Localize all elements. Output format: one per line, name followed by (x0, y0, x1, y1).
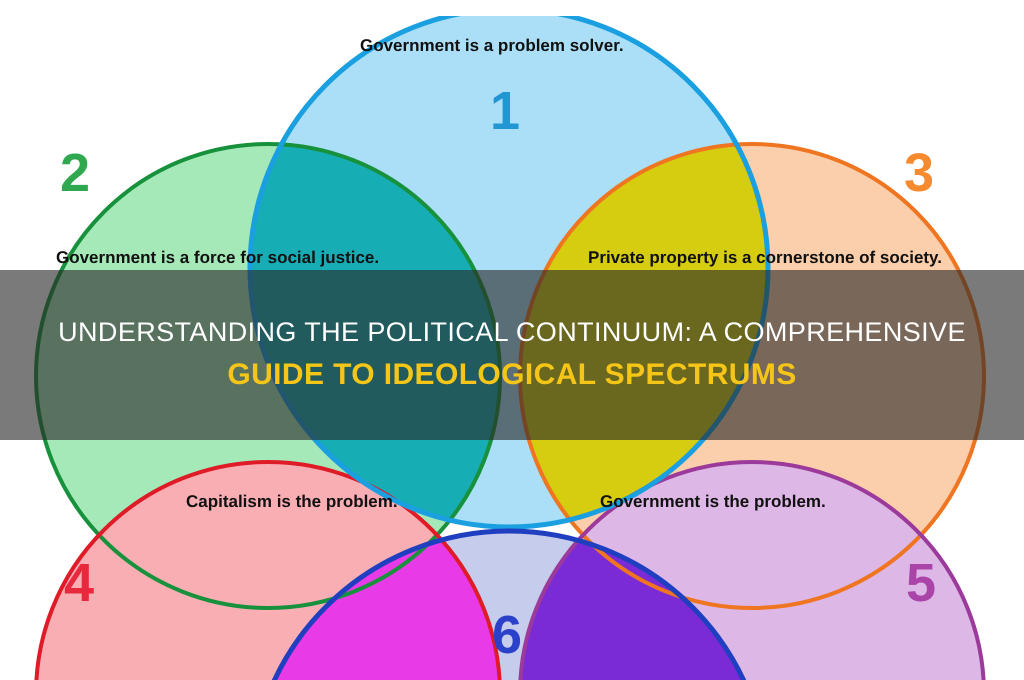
region-number-3: 3 (904, 143, 935, 203)
statement-label-right-upper: Private property is a cornerstone of soc… (588, 248, 942, 267)
outline-region-6-blue (271, 528, 747, 680)
region-number-5: 5 (906, 553, 937, 613)
statement-label-top: Government is a problem solver. (360, 36, 624, 55)
outline-region-5-purple (518, 460, 986, 680)
statement-label-right-lower: Government is the problem. (600, 492, 826, 511)
region-number-1: 1 (490, 81, 521, 141)
region-number-4: 4 (64, 553, 95, 613)
outline-region-4-red (34, 460, 502, 680)
overlay-title-line-2: GUIDE TO IDEOLOGICAL SPECTRUMS (227, 358, 797, 392)
title-overlay-band: UNDERSTANDING THE POLITICAL CONTINUUM: A… (0, 270, 1024, 440)
statement-label-left-lower: Capitalism is the problem. (186, 492, 398, 511)
region-number-6: 6 (492, 605, 523, 665)
region-number-2: 2 (60, 143, 91, 203)
overlay-title-line-1: UNDERSTANDING THE POLITICAL CONTINUUM: A… (58, 317, 966, 348)
statement-label-left-upper: Government is a force for social justice… (56, 248, 380, 267)
